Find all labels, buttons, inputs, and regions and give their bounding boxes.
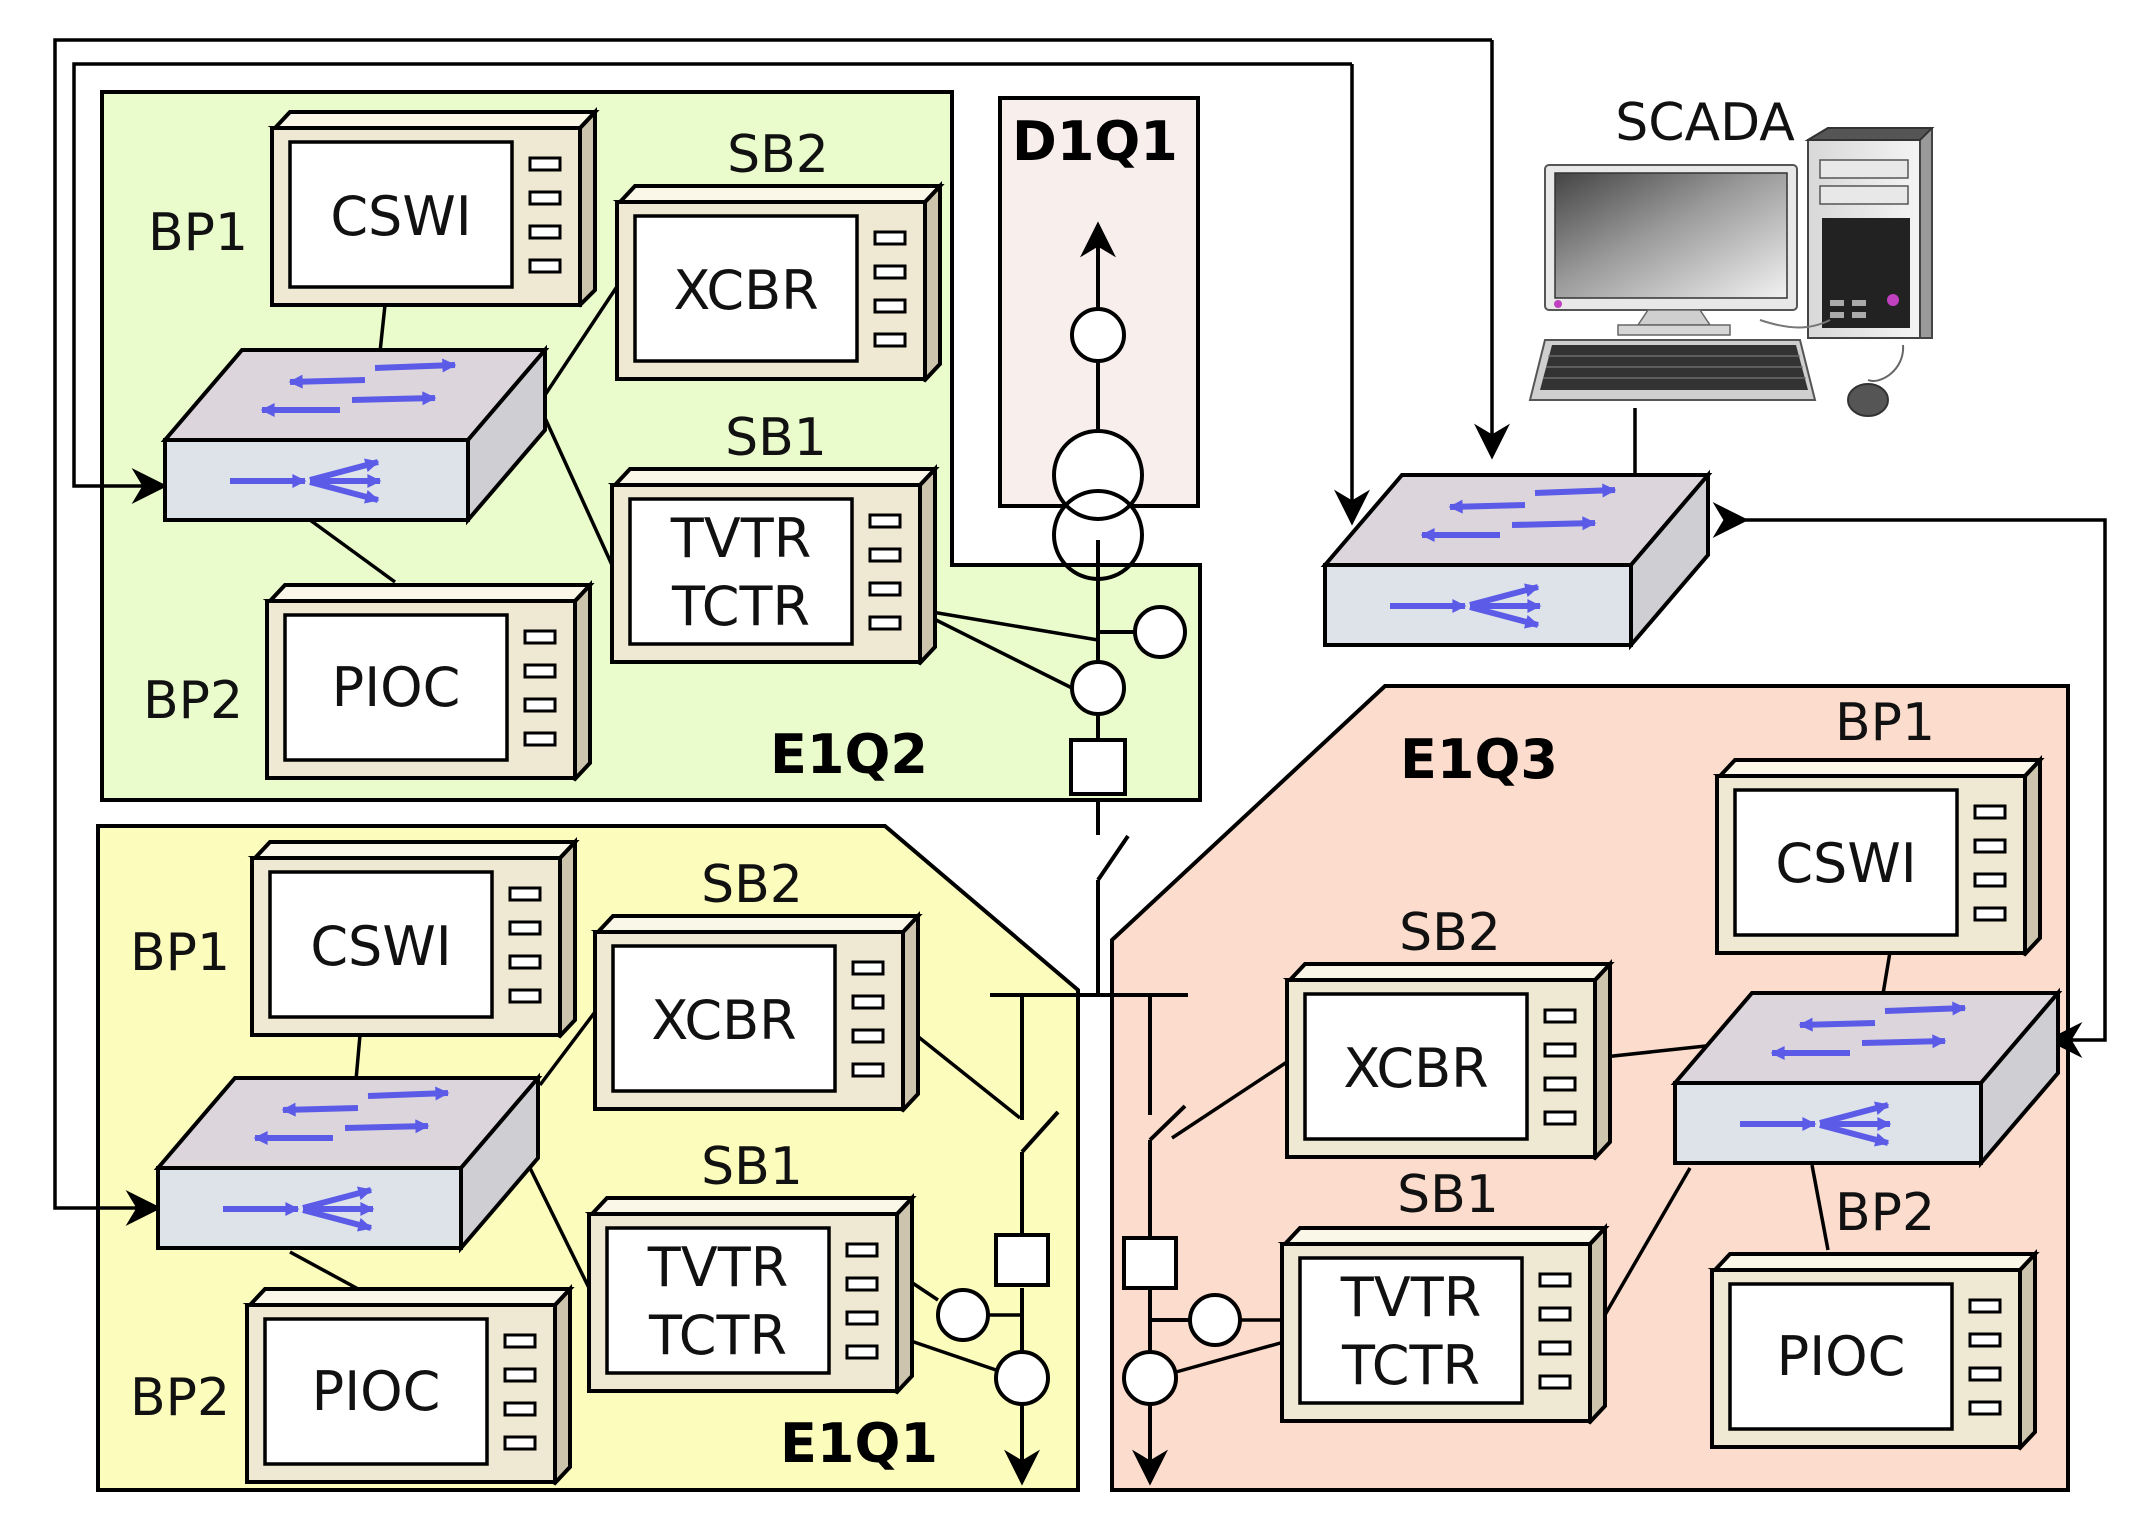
device-function-line2: TCTR — [1341, 1334, 1480, 1397]
link-station-to-e1q3-switch — [1712, 502, 2107, 1058]
device-function: PIOC — [1777, 1325, 1906, 1388]
current-transformer-d1q1 — [1070, 307, 1126, 363]
switch-e1q3[interactable] — [1670, 987, 2063, 1169]
device-label: SB1 — [701, 1137, 803, 1197]
circuit-breaker-e1q1 — [994, 1233, 1050, 1287]
network-switch-icon — [230, 358, 457, 504]
zone-e1q3-label: E1Q3 — [1400, 728, 1558, 791]
device-label: BP1 — [148, 203, 248, 263]
device-function-line2: TCTR — [671, 575, 810, 638]
link-to-e1q2-switch — [72, 62, 1352, 504]
device-label: SB2 — [1399, 903, 1501, 963]
network-switch-icon — [1390, 483, 1617, 629]
primary-equipment — [936, 307, 1242, 1406]
device-function: PIOC — [332, 656, 461, 719]
switch-e1q1[interactable] — [153, 1072, 543, 1254]
power-transformer-lower — [1052, 489, 1144, 581]
device-label: SB1 — [1397, 1165, 1499, 1225]
switch-station[interactable] — [1320, 469, 1713, 651]
zone-e1q1-label: E1Q1 — [780, 1412, 938, 1475]
device-function: PIOC — [312, 1360, 441, 1423]
network-switch-icon — [1740, 1001, 1967, 1147]
voltage-transformer-e1q2 — [1133, 605, 1187, 659]
device-function-line1: TVTR — [1340, 1266, 1481, 1329]
device-label: BP1 — [130, 923, 230, 983]
device-function: CSWI — [330, 185, 471, 248]
ied-e1q3-sb1[interactable]: TVTR TCTR SB1 — [1277, 1165, 1610, 1425]
device-wiring — [289, 281, 1892, 1374]
ied-e1q2-sb1[interactable]: TVTR TCTR SB1 — [607, 408, 940, 666]
device-label: BP2 — [130, 1368, 230, 1428]
ied-e1q1-sb2[interactable]: XCBR SB2 — [590, 855, 923, 1113]
ied-e1q1-sb1[interactable]: TVTR TCTR SB1 — [584, 1137, 917, 1395]
device-function: CSWI — [310, 915, 451, 978]
device-label: SB2 — [727, 125, 829, 185]
current-transformer-e1q3 — [1122, 1350, 1178, 1406]
device-label: BP2 — [143, 671, 243, 731]
network-switch-icon — [223, 1086, 450, 1232]
link-to-e1q1-switch — [53, 38, 1492, 1226]
current-transformer-e1q2 — [1070, 660, 1126, 716]
scada-label: SCADA — [1615, 93, 1795, 153]
device-function-line1: TVTR — [647, 1236, 788, 1299]
device-label: SB1 — [725, 408, 827, 468]
device-function: XCBR — [673, 259, 818, 322]
ied-e1q3-bp1[interactable]: CSWI BP1 — [1712, 693, 2045, 957]
device-function: XCBR — [1343, 1037, 1488, 1100]
switch-e1q2[interactable] — [160, 344, 550, 526]
ied-e1q1-bp2[interactable]: PIOC BP2 — [130, 1283, 575, 1486]
voltage-transformer-e1q1 — [936, 1288, 990, 1342]
device-label: SB2 — [701, 855, 803, 915]
device-function-line2: TCTR — [648, 1304, 787, 1367]
device-label: BP1 — [1835, 693, 1935, 753]
device-function-line1: TVTR — [670, 507, 811, 570]
zone-e1q2-label: E1Q2 — [770, 723, 928, 786]
circuit-breaker-e1q2 — [1069, 738, 1127, 796]
communication-links — [53, 38, 2107, 1226]
ied-e1q2-sb2[interactable]: XCBR SB2 — [612, 125, 945, 383]
zone-d1q1-label: D1Q1 — [1012, 110, 1178, 173]
ied-e1q2-bp2[interactable]: PIOC BP2 — [143, 579, 595, 782]
current-transformer-e1q1 — [994, 1350, 1050, 1406]
ied-e1q2-bp1[interactable]: CSWI BP1 — [148, 106, 600, 308]
device-function: CSWI — [1775, 832, 1916, 895]
circuit-breaker-e1q3 — [1122, 1236, 1178, 1290]
ied-e1q3-bp2[interactable]: PIOC BP2 — [1707, 1183, 2040, 1451]
scada-workstation[interactable]: SCADA — [1528, 93, 1935, 417]
device-label: BP2 — [1835, 1183, 1935, 1243]
voltage-transformer-e1q3 — [1188, 1293, 1242, 1347]
ied-e1q1-bp1[interactable]: CSWI BP1 — [130, 836, 580, 1039]
desktop-computer-icon — [1528, 127, 1935, 417]
ied-e1q3-sb2[interactable]: XCBR SB2 — [1282, 903, 1615, 1161]
device-function: XCBR — [651, 989, 796, 1052]
zone-d1q1: D1Q1 — [998, 96, 1200, 508]
